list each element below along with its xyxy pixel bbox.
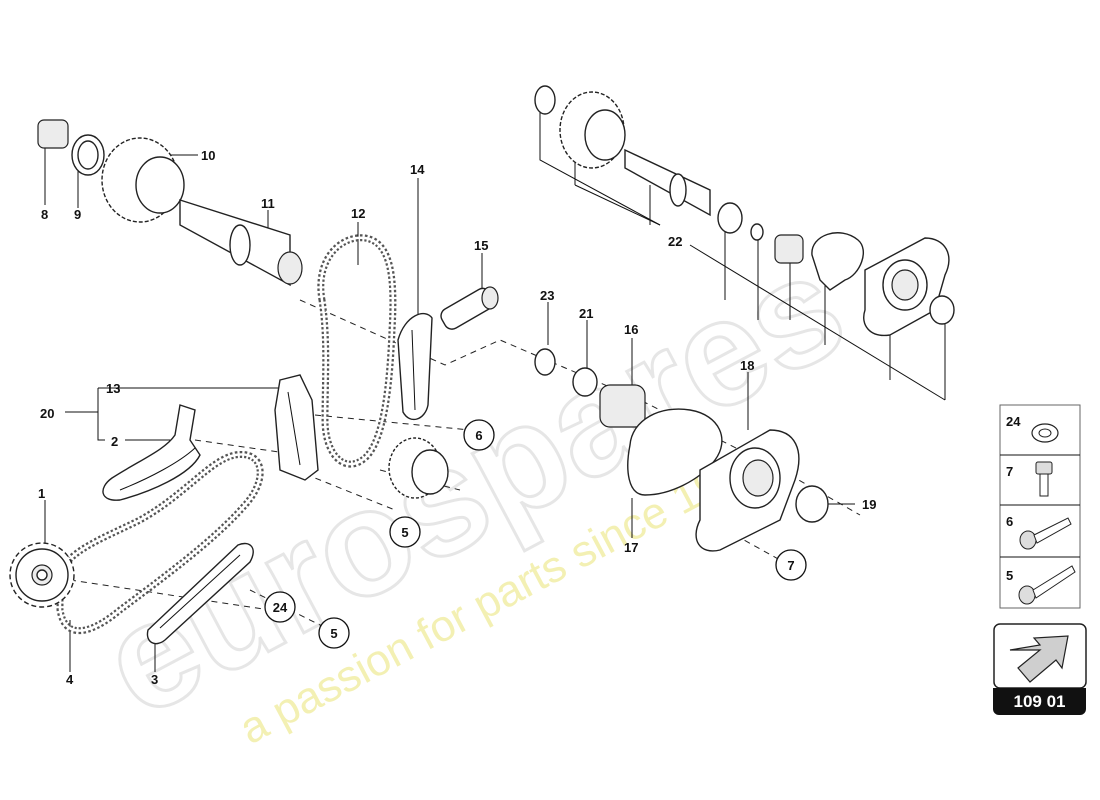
chain-tensioner <box>440 286 499 330</box>
callout-14: 14 <box>410 162 425 177</box>
callout-19: 19 <box>862 497 876 512</box>
tensioner-rail <box>102 404 201 501</box>
callout-22: 22 <box>668 234 682 249</box>
callout-13: 13 <box>106 381 120 396</box>
upper-tensioner-rail <box>397 313 433 421</box>
chain-guide-bracket <box>274 374 319 481</box>
bolt-medium-icon <box>1019 517 1072 550</box>
legend-label-5: 5 <box>1006 568 1013 583</box>
circled-ref-5b: 5 <box>330 626 337 641</box>
legend-label-7: 7 <box>1006 464 1013 479</box>
callout-3: 3 <box>151 672 158 687</box>
lower-timing-chain <box>56 451 264 635</box>
circled-ref-7: 7 <box>787 558 794 573</box>
circled-ref-5a: 5 <box>401 525 408 540</box>
washer-icon <box>1031 423 1059 443</box>
callout-18: 18 <box>740 358 754 373</box>
circled-ref-6: 6 <box>475 428 482 443</box>
callout-23: 23 <box>540 288 554 303</box>
circled-ref-24: 24 <box>273 600 288 615</box>
guide-rail <box>146 542 254 645</box>
callout-15: 15 <box>474 238 488 253</box>
callout-labels: 1 2 3 4 8 9 10 11 12 13 14 15 16 17 18 1… <box>38 148 876 687</box>
callout-17: 17 <box>624 540 638 555</box>
hex-bolt-short-icon <box>1035 461 1053 497</box>
left-camshaft-assembly <box>37 119 303 287</box>
callout-12: 12 <box>351 206 365 221</box>
legend-label-24: 24 <box>1006 414 1021 429</box>
callout-20: 20 <box>40 406 54 421</box>
callout-11: 11 <box>261 196 275 211</box>
legend-label-6: 6 <box>1006 514 1013 529</box>
callout-2: 2 <box>111 434 118 449</box>
circled-references: 6 5 24 5 7 <box>264 419 807 649</box>
lower-cover-assembly <box>534 348 829 552</box>
callout-4: 4 <box>66 672 74 687</box>
callout-9: 9 <box>74 207 81 222</box>
callout-16: 16 <box>624 322 638 337</box>
crankshaft-sprocket <box>9 542 75 608</box>
fastener-legend: 24 7 6 5 <box>999 404 1081 609</box>
bolt-long-icon <box>1018 565 1076 605</box>
page-reference-badge: 109 01 <box>993 688 1086 715</box>
callout-1: 1 <box>38 486 45 501</box>
upper-timing-chain <box>317 234 397 468</box>
right-camshaft-assembly <box>534 85 955 337</box>
arrow-front-icon <box>993 623 1087 689</box>
callout-8: 8 <box>41 207 48 222</box>
idler-sprocket <box>388 437 449 499</box>
callout-21: 21 <box>579 306 593 321</box>
callout-10: 10 <box>201 148 215 163</box>
